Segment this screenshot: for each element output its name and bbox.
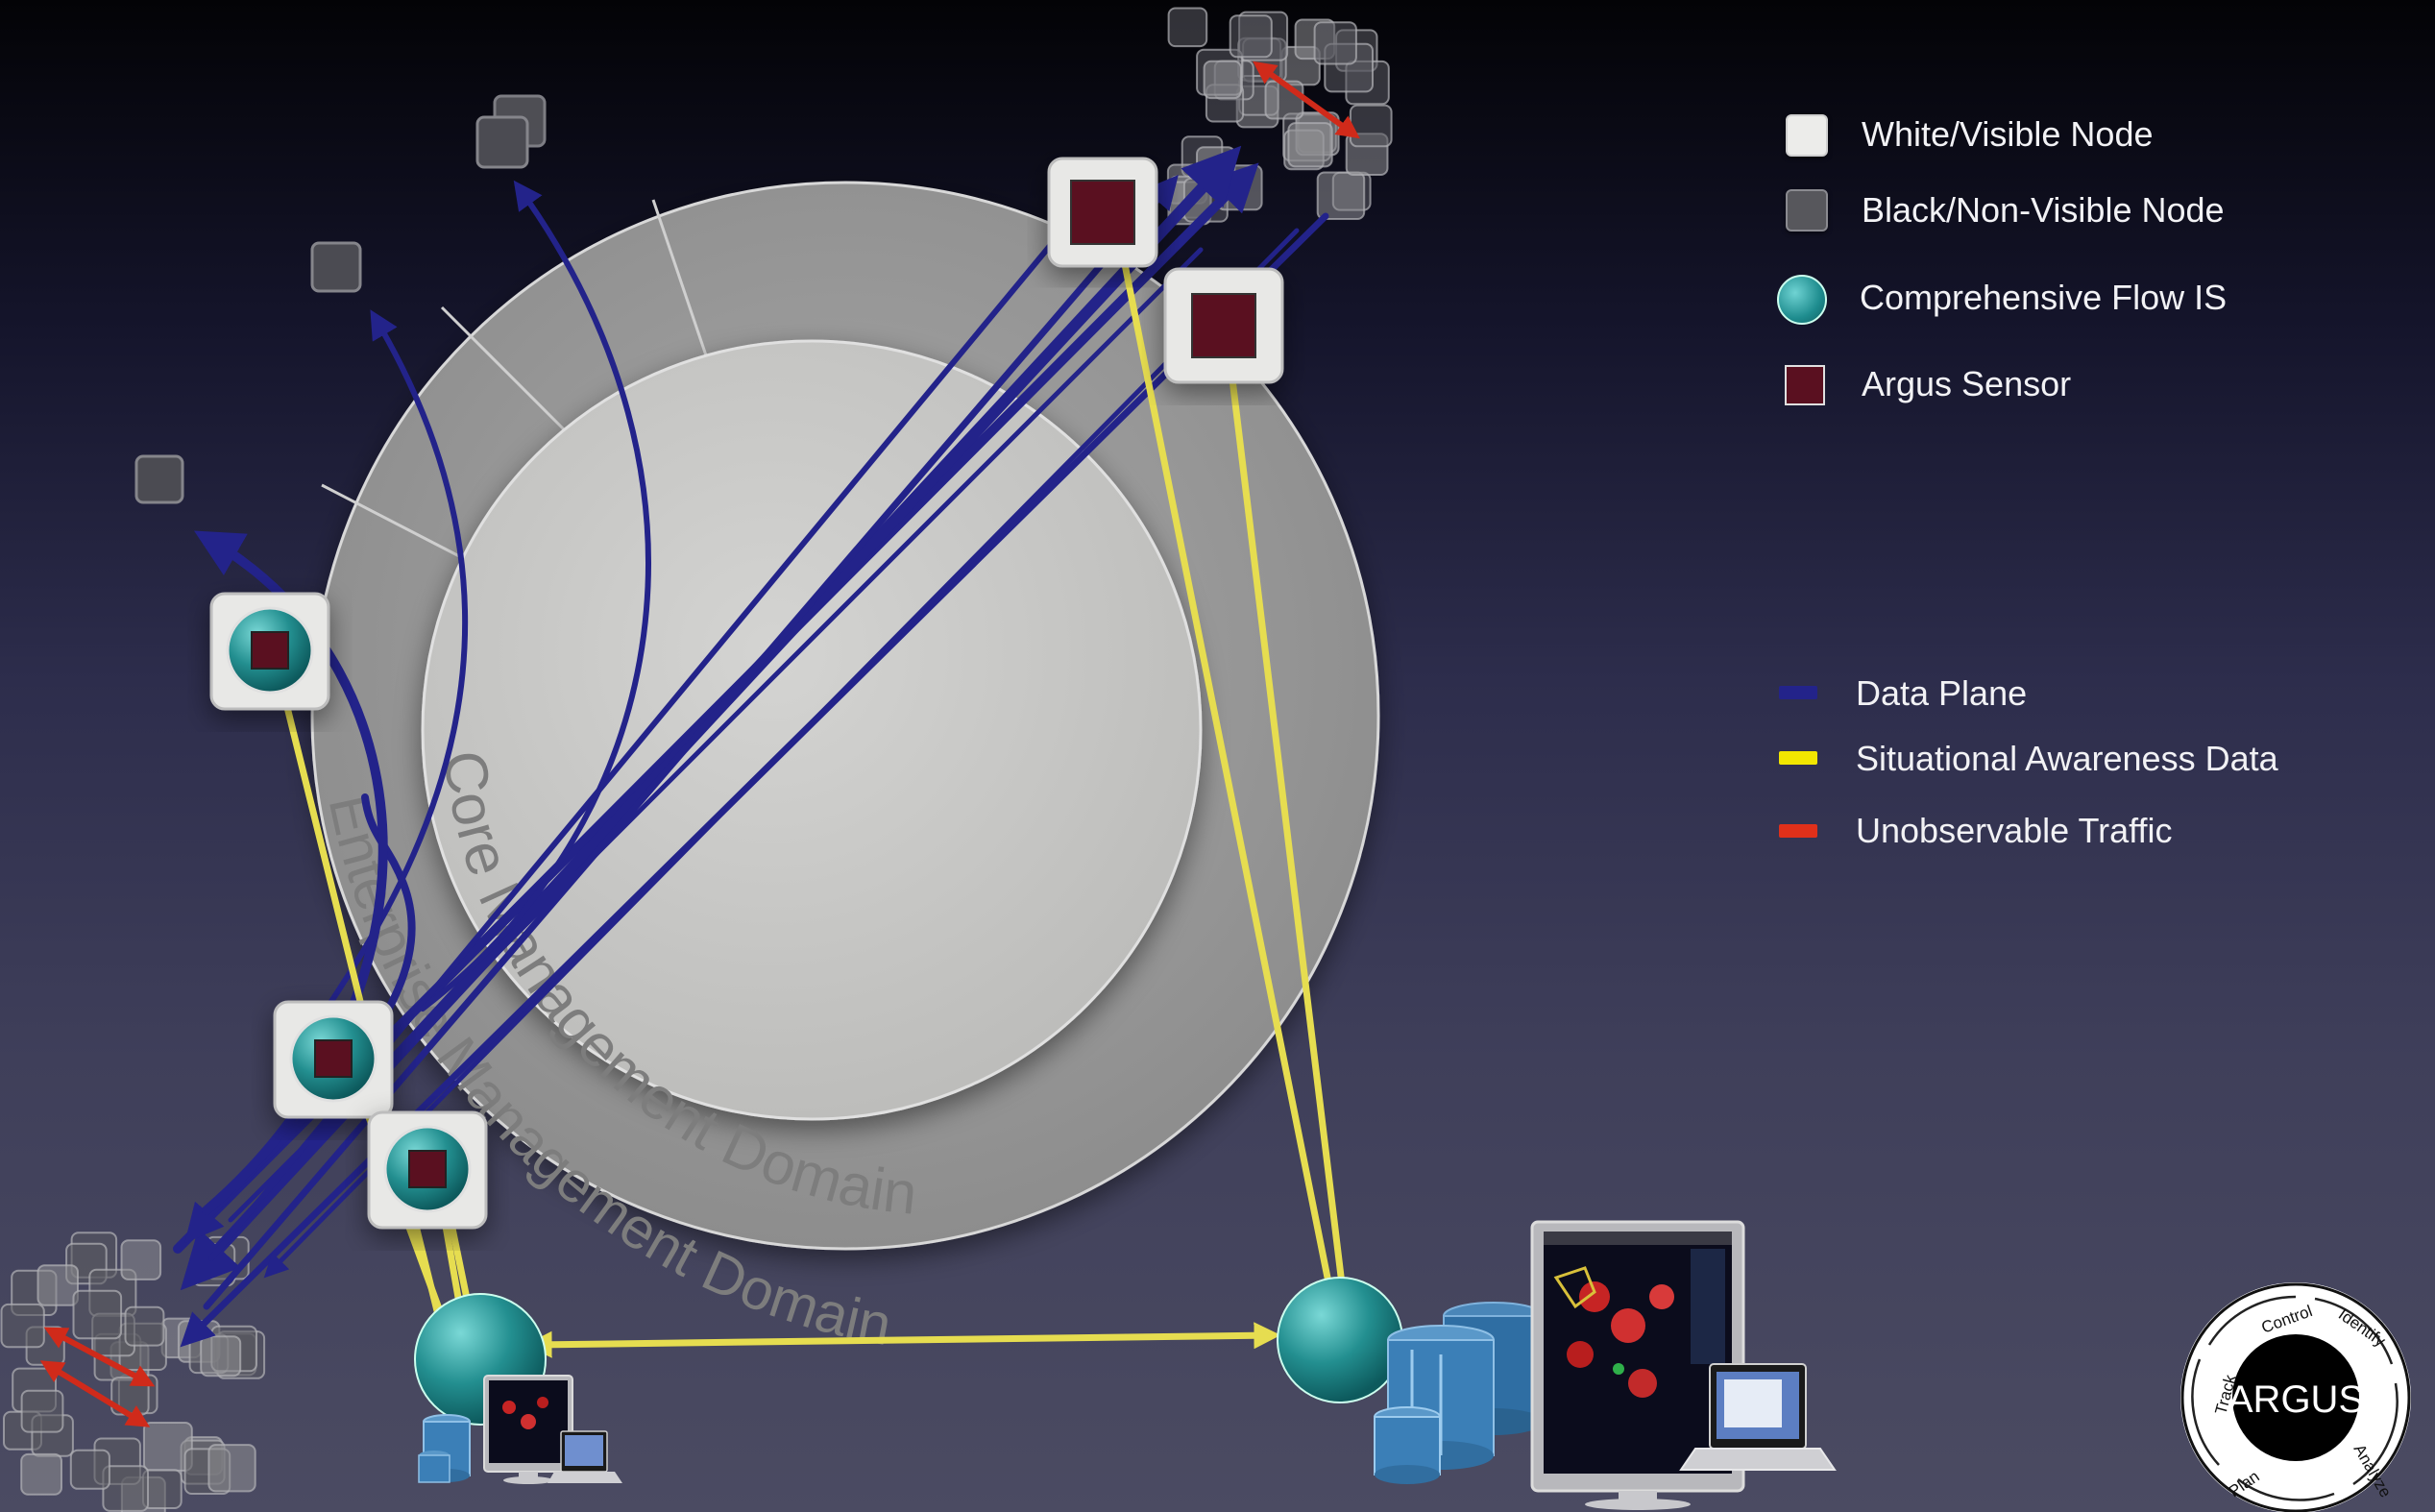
data-plane-swatch bbox=[1779, 686, 1817, 699]
flow-sensor-node bbox=[367, 1110, 488, 1230]
situational-swatch bbox=[1779, 751, 1817, 765]
black-node bbox=[1349, 104, 1393, 148]
white-node bbox=[1316, 171, 1366, 220]
legend-label-flow-is: Comprehensive Flow IS bbox=[1860, 278, 2228, 317]
black-node bbox=[1229, 14, 1273, 59]
data-plane-line bbox=[420, 180, 651, 1012]
situational-line bbox=[524, 1322, 1281, 1358]
white-node bbox=[207, 1444, 256, 1493]
argus-logo-text: ARGUS bbox=[2228, 1378, 2364, 1421]
white-node bbox=[1203, 60, 1242, 100]
situational-line bbox=[1218, 347, 1347, 1296]
argus-logo-center bbox=[2232, 1334, 2359, 1461]
data-plane-line bbox=[263, 228, 1300, 1279]
flow-is-sphere-right bbox=[1277, 1277, 1403, 1403]
legend-label-unobservable: Unobservable Traffic bbox=[1856, 811, 2173, 850]
unobservable-traffic bbox=[39, 61, 1360, 1427]
unobservable-line bbox=[1253, 61, 1360, 139]
argus-sensor-node bbox=[1047, 157, 1158, 268]
white-node bbox=[1287, 122, 1333, 168]
black-node bbox=[134, 454, 184, 504]
workstation-icon bbox=[483, 1375, 622, 1484]
black-node bbox=[475, 115, 529, 169]
flow-sensor-node bbox=[273, 1000, 394, 1119]
argus-sensor-node bbox=[1163, 267, 1284, 384]
storage-servers-icon bbox=[418, 1414, 471, 1483]
legend-label-black-node: Black/Non-Visible Node bbox=[1862, 190, 2225, 230]
white-node-swatch bbox=[1786, 114, 1828, 157]
black-node bbox=[20, 1389, 64, 1433]
situational-line bbox=[1109, 227, 1334, 1296]
black-node bbox=[124, 1305, 165, 1347]
unobservable-swatch bbox=[1779, 824, 1817, 838]
black-node bbox=[69, 1449, 110, 1490]
white-node bbox=[20, 1452, 62, 1496]
black-node bbox=[310, 241, 362, 293]
storage-servers-icon bbox=[1374, 1302, 1545, 1484]
black-node bbox=[1313, 21, 1357, 65]
black-node bbox=[72, 1289, 123, 1340]
flow-is-swatch bbox=[1777, 275, 1827, 325]
white-node bbox=[120, 1239, 162, 1280]
legend-label-data-plane: Data Plane bbox=[1856, 673, 2028, 713]
white-node bbox=[200, 1335, 242, 1378]
black-node bbox=[1167, 7, 1208, 48]
unobservable-line bbox=[39, 1360, 151, 1427]
argus-sensor-swatch bbox=[1785, 365, 1825, 405]
black-node bbox=[0, 1303, 45, 1349]
legend-label-situational: Situational Awareness Data bbox=[1856, 739, 2278, 778]
workstation-icon bbox=[1530, 1220, 1837, 1510]
legend-label-argus-sensor: Argus Sensor bbox=[1862, 364, 2072, 403]
black-node-swatch bbox=[1786, 189, 1828, 232]
argus-logo: ARGUS Control Identify Analyze Plan Trac… bbox=[2180, 1282, 2411, 1512]
white-node bbox=[37, 1264, 79, 1306]
flow-sensor-node bbox=[209, 592, 330, 711]
legend-label-white-node: White/Visible Node bbox=[1862, 114, 2154, 154]
